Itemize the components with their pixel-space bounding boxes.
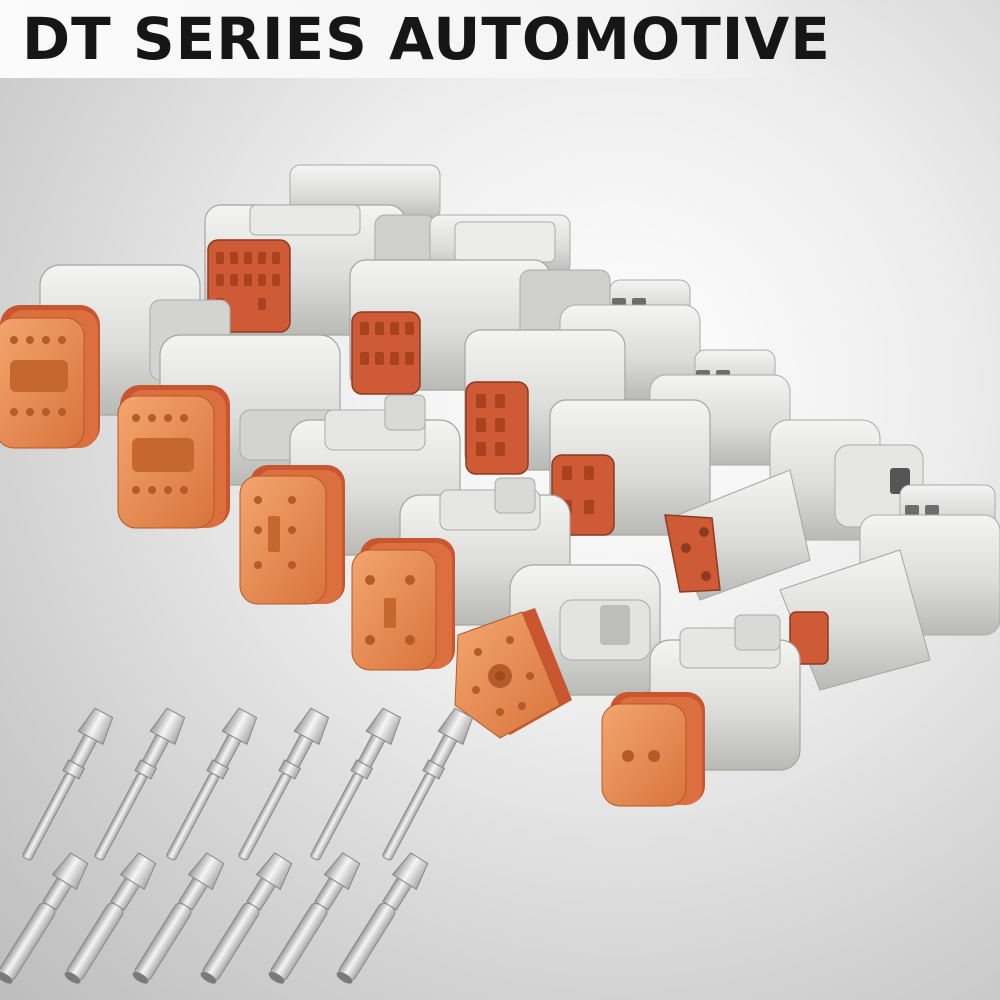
receptacle-8pin — [349, 214, 611, 395]
terminal-pin — [94, 707, 186, 861]
terminal-pin — [382, 707, 474, 861]
page-title: DT SERIES AUTOMOTIVE — [22, 5, 831, 73]
terminal-socket — [200, 852, 293, 984]
terminal-pin — [22, 707, 114, 861]
plug-3pin-triangle — [454, 564, 661, 739]
terminal-pins — [0, 707, 474, 984]
terminal-socket — [268, 852, 361, 984]
terminal-socket — [0, 852, 89, 984]
terminal-pin — [166, 707, 258, 861]
terminal-pin — [310, 707, 402, 861]
terminal-socket — [336, 852, 429, 984]
title-banner — [0, 0, 800, 78]
receptacle-2pin — [779, 484, 1000, 691]
plug-2pin — [601, 614, 801, 807]
plug-4pin — [351, 477, 571, 671]
terminal-pin — [238, 707, 330, 861]
terminal-socket — [64, 852, 157, 984]
terminal-socket — [132, 852, 225, 984]
